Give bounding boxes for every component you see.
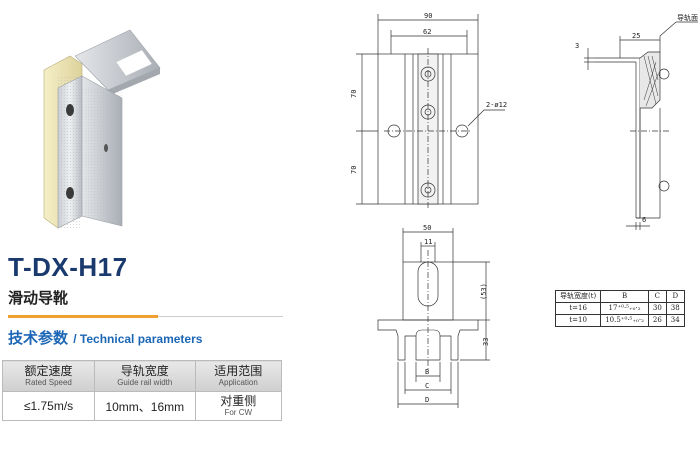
dim-53: (53) <box>480 283 488 300</box>
front-view: 90 62 2-ø12 70 70 <box>350 12 507 210</box>
product-name: 滑动导靴 <box>8 289 69 307</box>
value-rated-speed: ≤1.75m/s <box>1 391 96 421</box>
dim-50: 50 <box>423 224 431 232</box>
dim-header-b: B <box>600 290 649 303</box>
side-view: 25 导轨面 3 6 <box>575 13 698 230</box>
hole-label: 2-ø12 <box>486 101 507 109</box>
label-c: C <box>425 382 429 390</box>
product-model: T-DX-H17 <box>8 252 128 282</box>
dim-70-top: 70 <box>350 90 358 98</box>
divider-accent <box>8 315 158 318</box>
section-title-en: / Technical parameters <box>73 332 203 346</box>
dim-25: 25 <box>632 32 640 40</box>
header-rail-width: 导轨宽度 Guide rail width <box>94 360 196 392</box>
dim-table-header: 导轨宽度(t) B C D <box>554 290 685 303</box>
params-value-row: ≤1.75m/s 10mm、16mm 对重侧 For CW <box>1 391 282 421</box>
dim-62: 62 <box>423 28 431 36</box>
value-rail-width: 10mm、16mm <box>94 391 196 421</box>
label-b: B <box>425 368 429 376</box>
technical-drawing: 90 62 2-ø12 70 70 <box>350 12 698 408</box>
section-title-cn: 技术参数 <box>8 329 69 347</box>
dim-3: 3 <box>575 42 579 50</box>
params-table: 额定速度 Rated Speed 导轨宽度 Guide rail width 适… <box>1 360 282 421</box>
plan-view: 50 11 (53) 33 B C D <box>377 224 490 408</box>
dim-table-row: t=10 10.5⁺⁰·⁵₊₀·₂ 26 34 <box>554 314 685 327</box>
dim-70-bottom: 70 <box>350 166 358 174</box>
section-title: 技术参数 / Technical parameters <box>8 327 202 348</box>
dim-table-row: t=16 17⁺⁰·⁵₊₀·₂ 30 38 <box>554 302 685 315</box>
dim-33: 33 <box>482 338 490 346</box>
dim-90: 90 <box>424 12 432 20</box>
label-d: D <box>425 396 429 404</box>
header-application: 适用范围 Application <box>194 360 282 392</box>
dim-header-rail: 导轨宽度(t) <box>554 290 602 303</box>
dim-header-c: C <box>647 290 667 303</box>
dimension-table: 导轨宽度(t) B C D t=16 17⁺⁰·⁵₊₀·₂ 30 38 t=10… <box>554 290 685 327</box>
rail-face-label: 导轨面 <box>677 13 698 22</box>
value-application: 对重侧 For CW <box>194 391 282 421</box>
product-photo <box>43 29 161 229</box>
dim-6: 6 <box>642 216 646 224</box>
header-rated-speed: 额定速度 Rated Speed <box>1 360 96 392</box>
dim-header-d: D <box>665 290 685 303</box>
dim-11: 11 <box>424 238 432 246</box>
params-header-row: 额定速度 Rated Speed 导轨宽度 Guide rail width 适… <box>1 360 282 392</box>
